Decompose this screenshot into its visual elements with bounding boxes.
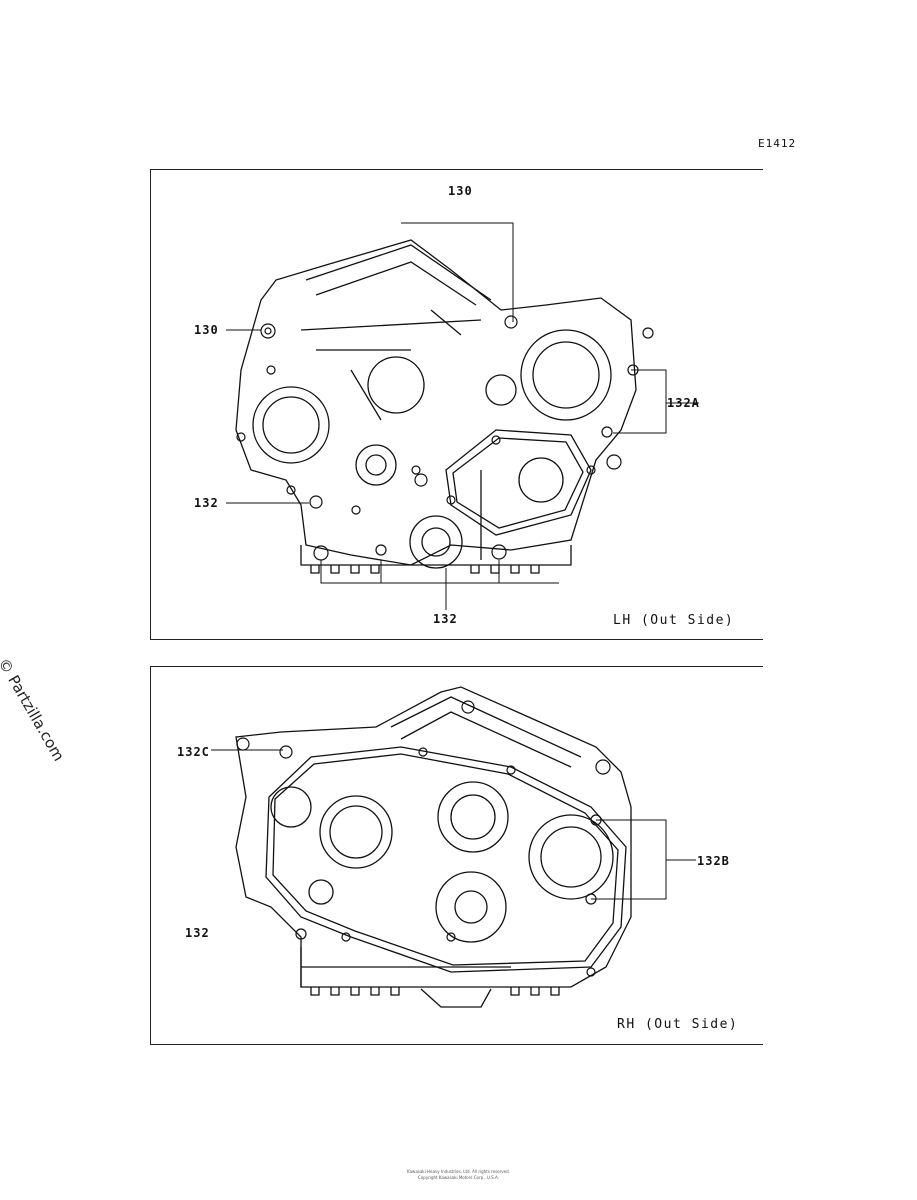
view-label-lh: LH (Out Side) [613,613,735,628]
diagram-code: E1412 [758,137,797,150]
panel-lh-out-side: 130 130 132A 132 132 LH (Out Side) [150,169,763,640]
partzilla-watermark: © Partzilla.com [0,655,68,765]
callout-132-rh: 132 [185,926,210,940]
callout-132-left: 132 [194,496,219,510]
callout-132a: 132A [667,396,700,410]
copyright-line-2: Copyright Kawasaki Motors Corp., U.S.A. [418,1175,499,1180]
callout-132c: 132C [177,745,210,759]
crankcase-lh-drawing [226,222,699,610]
copyright-line-1: Kawasaki Heavy Industries, Ltd. All righ… [407,1169,510,1174]
callout-130-left: 130 [194,323,219,337]
callout-132-bottom: 132 [433,612,458,626]
callout-132b: 132B [697,854,730,868]
copyright-text: Kawasaki Heavy Industries, Ltd. All righ… [0,1169,917,1181]
crankcase-rh-drawing [211,686,696,1008]
panel-rh-out-side: 132C 132B 132 RH (Out Side) [150,666,763,1045]
callout-130-top: 130 [448,184,473,198]
view-label-rh: RH (Out Side) [617,1017,739,1032]
